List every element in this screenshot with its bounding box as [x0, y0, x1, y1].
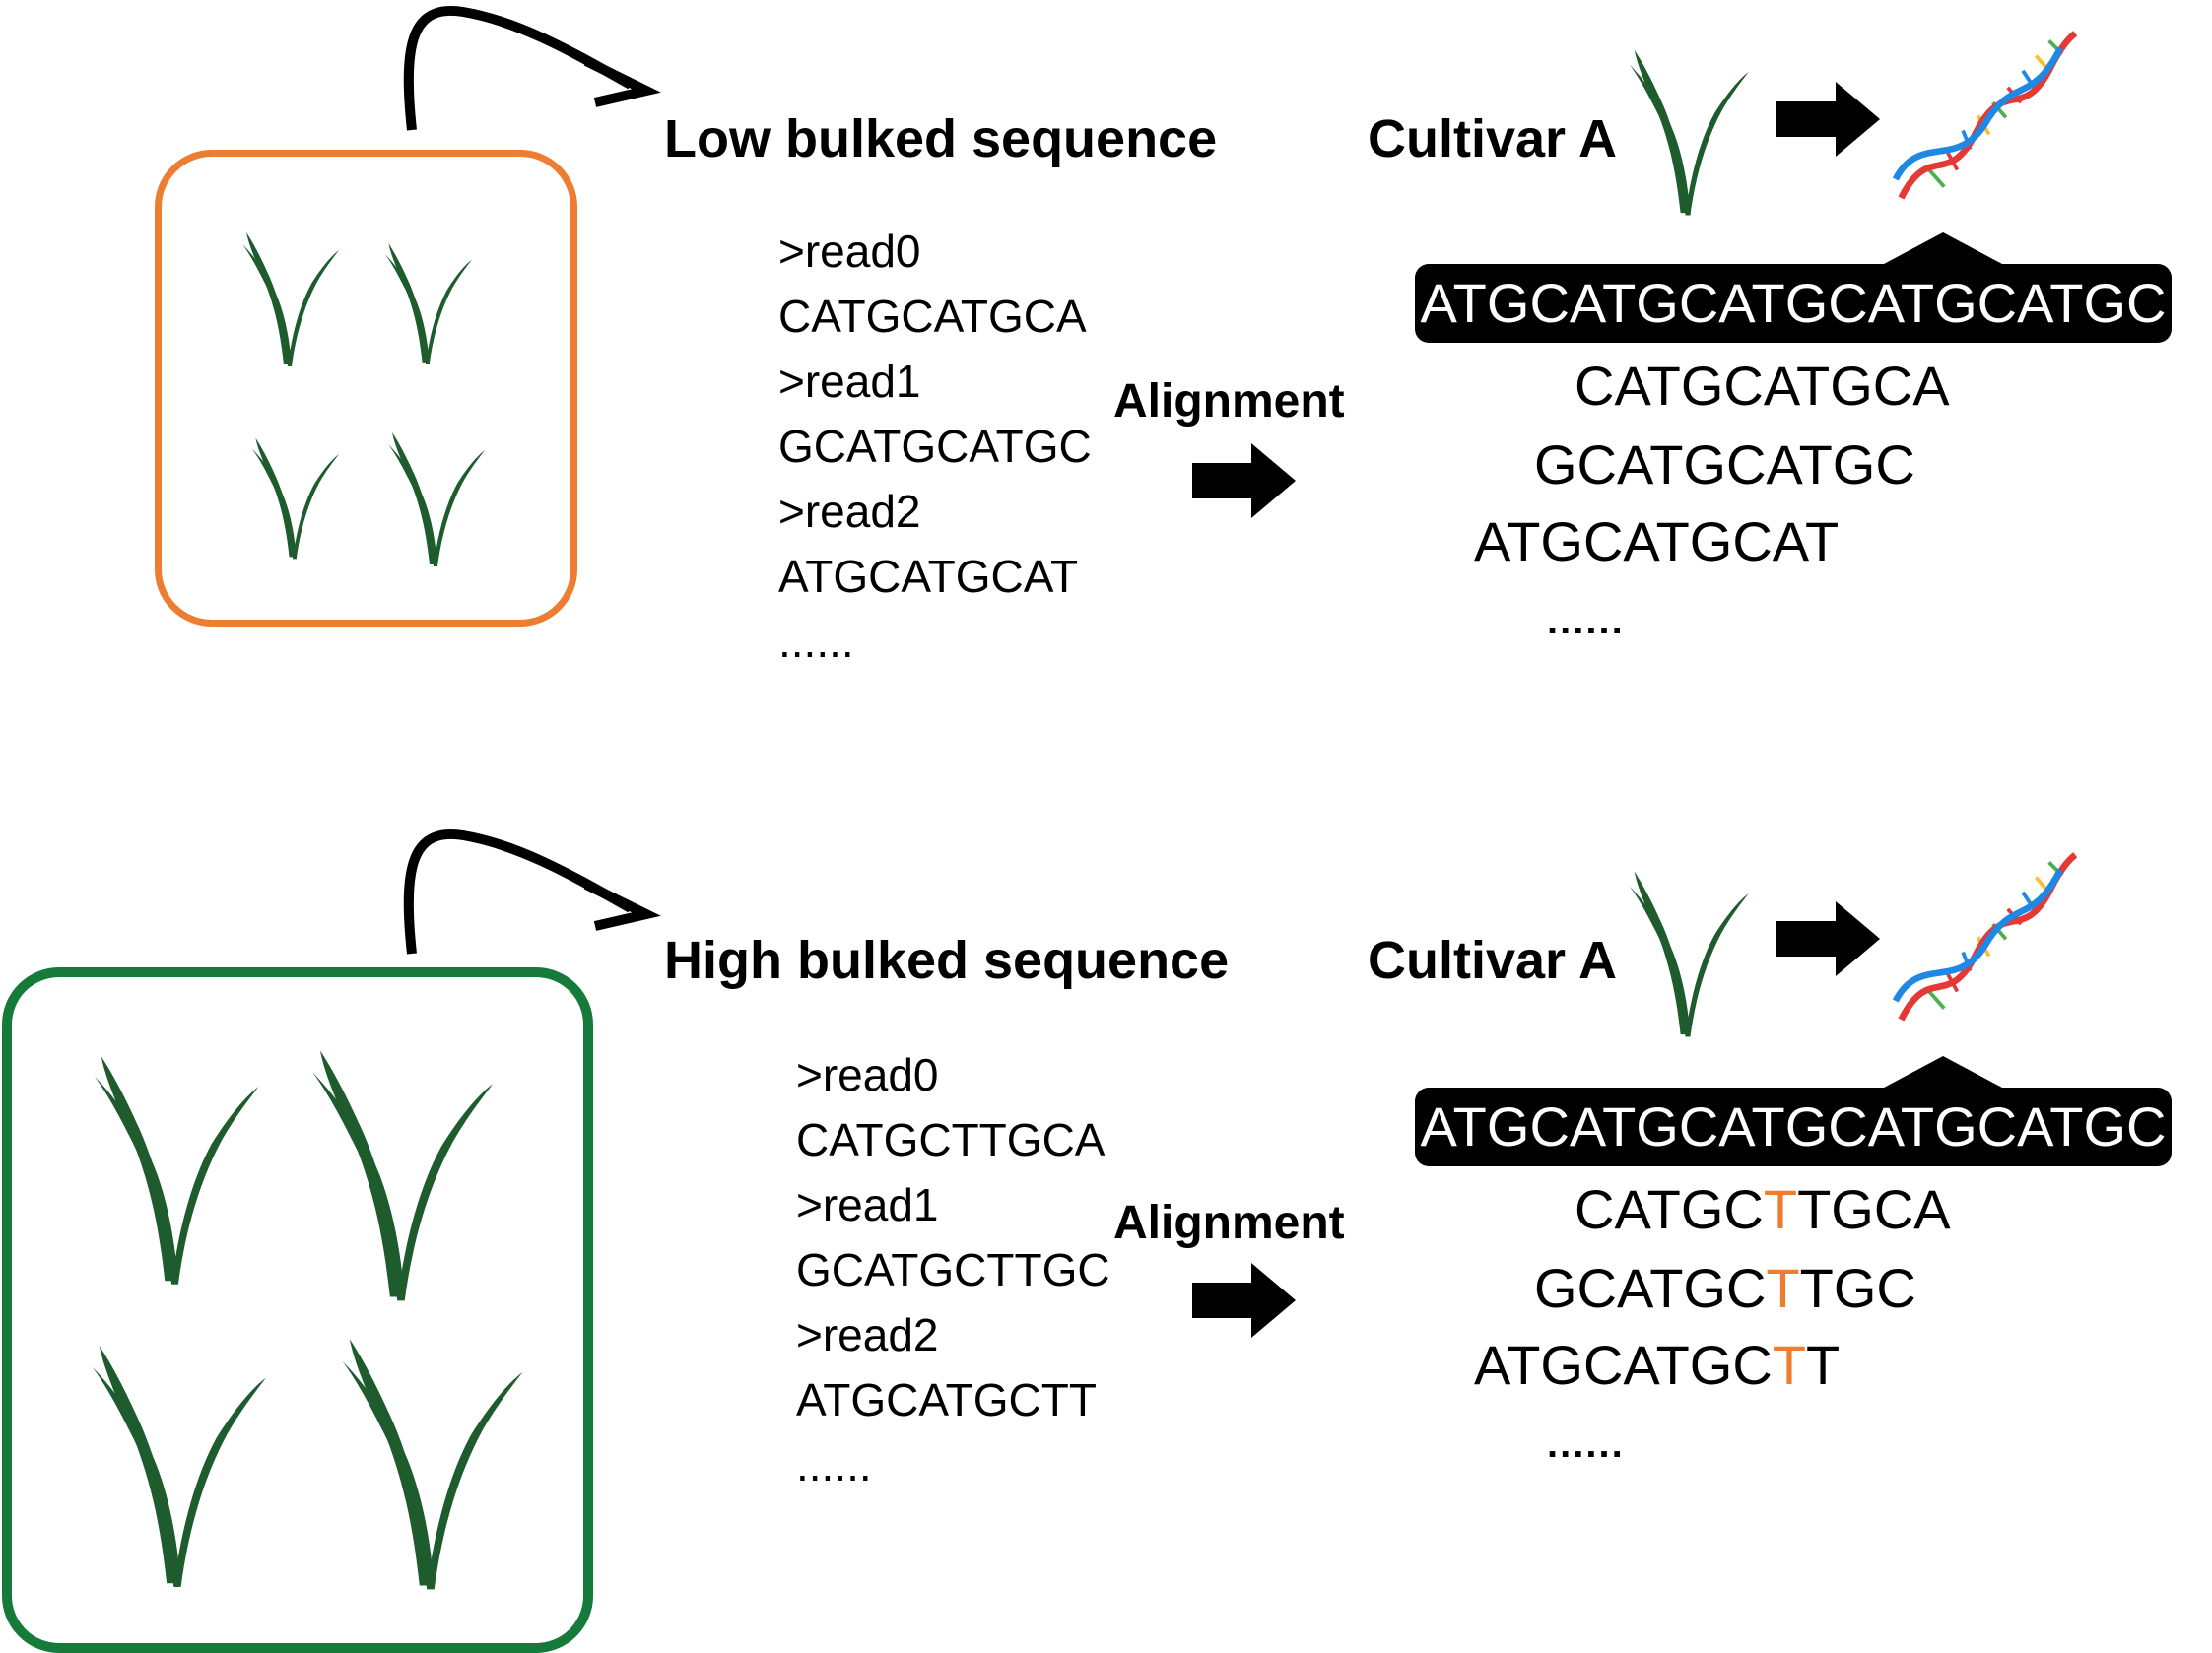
- plant-icon: [92, 1346, 266, 1587]
- read-line: CATGCATGCA: [778, 291, 1087, 342]
- reference-sequence: ATGCATGCATGCATGCATGC: [1415, 264, 2172, 343]
- alignment-label: Alignment: [1113, 375, 1345, 428]
- read-line: >read0: [796, 1049, 939, 1100]
- read-seq: TGC: [1799, 1257, 1916, 1319]
- alignment-label: Alignment: [1113, 1197, 1345, 1249]
- plant-icon: [1629, 49, 1749, 216]
- read-seq: CATGC: [1575, 1178, 1764, 1240]
- plant-icon: [1629, 871, 1749, 1037]
- read-line: >read2: [778, 486, 921, 537]
- plant-icon: [94, 1056, 259, 1285]
- cultivar-label: Cultivar A: [1368, 931, 1618, 990]
- plant-icon: [342, 1339, 523, 1590]
- low-reads-list: >read0 CATGCATGCA >read1 GCATGCATGC >rea…: [778, 219, 1092, 674]
- aligned-read: GCATGCTTGC: [1534, 1249, 1916, 1328]
- read-line: ATGCATGCAT: [778, 551, 1079, 602]
- read-more: ......: [778, 616, 854, 667]
- variant-base: T: [1766, 1257, 1800, 1319]
- aligned-read: ATGCATGCTT: [1474, 1326, 1840, 1405]
- dna-helix-icon: [1896, 33, 2075, 198]
- high-bulk-title: High bulked sequence: [664, 931, 1230, 990]
- right-arrow-icon: [1192, 1263, 1296, 1338]
- plant-icon: [388, 432, 485, 566]
- curved-arrow-icon: [403, 5, 661, 131]
- plant-icon: [251, 437, 339, 560]
- right-arrow-icon: [1776, 82, 1880, 157]
- high-bulk-panel: High bulked sequence >read0 CATGCTTGCA >…: [0, 820, 2212, 1653]
- zoom-callout: [1884, 232, 2002, 264]
- curved-arrow-icon: [403, 828, 661, 955]
- zoom-callout: [1884, 1056, 2002, 1088]
- read-line: >read0: [778, 226, 921, 277]
- read-seq: TGCA: [1797, 1178, 1951, 1240]
- cultivar-label: Cultivar A: [1368, 109, 1618, 168]
- low-bulk-plant-box: [155, 150, 577, 627]
- reference-sequence: ATGCATGCATGCATGCATGC: [1415, 1088, 2172, 1166]
- read-seq: T: [1806, 1334, 1841, 1396]
- plant-icon: [242, 232, 339, 366]
- read-line: GCATGCATGC: [778, 421, 1092, 472]
- aligned-read: CATGCTTGCA: [1575, 1170, 1951, 1249]
- read-line: ATGCATGCTT: [796, 1374, 1097, 1425]
- aligned-more: ......: [1547, 1422, 1625, 1466]
- read-seq: GCATGCATGC: [1534, 433, 1915, 496]
- read-line: >read1: [778, 356, 921, 407]
- aligned-read: ATGCATGCAT: [1474, 502, 1839, 581]
- read-line: CATGCTTGCA: [796, 1114, 1106, 1165]
- right-arrow-icon: [1192, 443, 1296, 518]
- read-more: ......: [796, 1439, 872, 1490]
- high-reads-list: >read0 CATGCTTGCA >read1 GCATGCTTGC >rea…: [796, 1042, 1110, 1497]
- variant-base: T: [1772, 1334, 1807, 1396]
- aligned-read: GCATGCATGC: [1534, 426, 1915, 504]
- read-seq: ATGCATGCAT: [1474, 510, 1840, 572]
- read-seq: GCATGC: [1534, 1257, 1767, 1319]
- plant-icon: [312, 1050, 494, 1301]
- read-line: GCATGCTTGC: [796, 1244, 1110, 1295]
- aligned-more: ......: [1547, 599, 1625, 642]
- high-bulk-plant-box: [2, 967, 593, 1653]
- right-arrow-icon: [1776, 901, 1880, 976]
- read-seq: ATGCATGC: [1474, 1334, 1773, 1396]
- variant-base: T: [1763, 1178, 1798, 1240]
- read-line: >read1: [796, 1179, 939, 1230]
- low-bulk-panel: Low bulked sequence >read0 CATGCATGCA >r…: [0, 0, 2212, 820]
- read-seq: CATGCATGCA: [1575, 355, 1950, 417]
- plant-icon: [384, 243, 472, 364]
- read-line: >read2: [796, 1309, 939, 1360]
- dna-helix-icon: [1896, 855, 2075, 1020]
- aligned-read: CATGCATGCA: [1575, 347, 1950, 426]
- low-bulk-title: Low bulked sequence: [664, 109, 1218, 168]
